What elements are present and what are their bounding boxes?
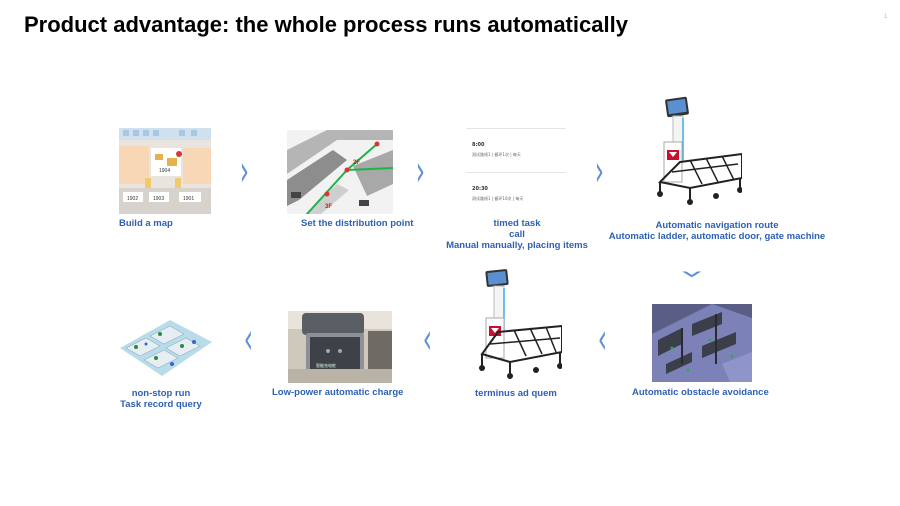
robot-image — [650, 96, 742, 214]
map-label-c: 1901 — [183, 196, 194, 202]
step-caption-line: Build a map — [119, 218, 173, 229]
terminus-robot-image — [476, 266, 562, 382]
step-caption-line: Automatic ladder, automatic door, gate m… — [608, 231, 826, 242]
slide-title: Product advantage: the whole process run… — [24, 12, 628, 37]
schedule-time: 20:30 — [472, 186, 488, 192]
map-label-d: 1904 — [159, 168, 170, 174]
step-caption-obstacle-avoidance: Automatic obstacle avoidance — [632, 387, 769, 398]
step-caption-line: non-stop run — [131, 388, 191, 399]
map-label-a: 1902 — [127, 196, 138, 202]
chevron-left-icon: ‹ — [422, 314, 433, 363]
schedule-detail: 测试路线1 | 循环1次 | 每天 — [472, 152, 521, 157]
schedule-detail: 测试路线1 | 循环10次 | 每天 — [472, 196, 524, 201]
step-caption-timed-task: timed task call Manual manually, placing… — [438, 218, 596, 251]
chevron-right-icon: › — [239, 146, 250, 195]
charging-photo: 智能充电桩 — [288, 311, 392, 383]
distribution-map-image: 2F 3F — [287, 130, 393, 214]
step-caption-line: call — [509, 229, 525, 240]
obstacle-map-image — [652, 304, 752, 382]
chevron-left-icon: ‹ — [243, 314, 254, 363]
step-caption-distribution-point: Set the distribution point — [301, 218, 413, 229]
page-number: 1 — [884, 14, 888, 20]
step-caption-line: timed task — [493, 218, 541, 229]
map-label-b: 1903 — [153, 196, 164, 202]
step-caption-navigation-route: Automatic navigation route Automatic lad… — [598, 220, 836, 242]
schedule-time: 8:00 — [472, 142, 485, 148]
step-caption-line: Automatic obstacle avoidance — [632, 387, 769, 398]
step-caption-non-stop: non-stop run Task record query — [106, 388, 216, 410]
map-image: 1902 1903 1901 1904 — [119, 128, 211, 214]
route-label-a: 2F — [353, 160, 360, 166]
route-label-b: 3F — [325, 204, 332, 210]
step-caption-line: Set the distribution point — [301, 218, 414, 229]
chevron-left-icon: ‹ — [597, 314, 608, 363]
charging-dock-label: 智能充电桩 — [316, 362, 336, 368]
non-stop-floor-image — [116, 314, 214, 382]
step-caption-terminus: terminus ad quem — [475, 388, 557, 399]
chevron-right-icon: › — [594, 146, 605, 195]
step-caption-line: Automatic navigation route — [655, 220, 779, 231]
step-caption-line: Low-power automatic charge — [272, 387, 404, 398]
step-caption-build-map: Build a map — [119, 218, 173, 229]
chevron-right-icon: › — [415, 146, 426, 195]
step-caption-auto-charge: Low-power automatic charge — [272, 387, 403, 398]
chevron-down-icon: › — [669, 269, 719, 279]
step-caption-line: Manual manually, placing items — [446, 240, 588, 251]
schedule-card: 8:00 测试路线1 | 循环1次 | 每天 20:30 测试路线1 | 循环1… — [466, 128, 566, 214]
step-caption-line: terminus ad quem — [475, 388, 557, 399]
step-caption-line: Task record query — [120, 399, 202, 410]
